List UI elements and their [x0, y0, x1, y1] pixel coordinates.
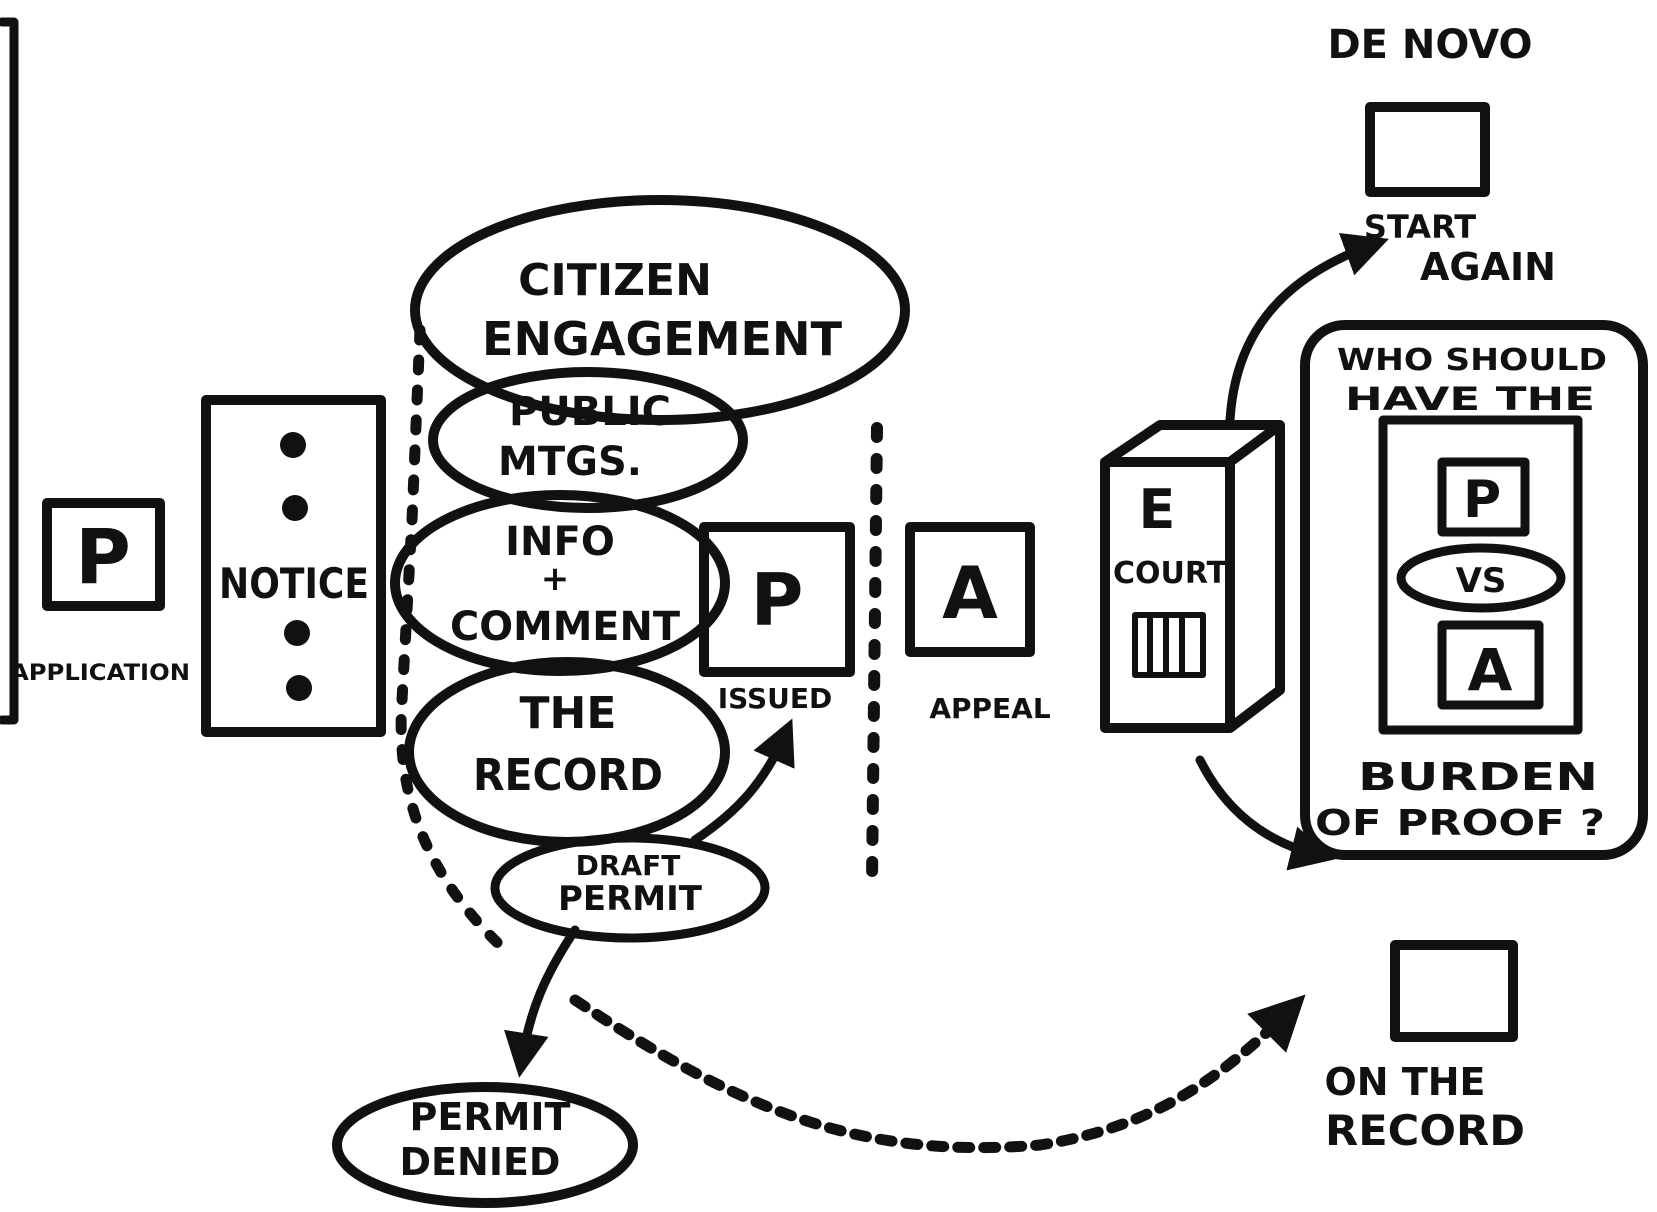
issued-box — [699, 522, 855, 677]
dotted-process-boundary — [395, 324, 511, 956]
left-edge-bracket — [0, 17, 19, 725]
court-letter: E — [1139, 478, 1176, 541]
on-the-record-box — [1390, 940, 1518, 1042]
info-comment-line3: COMMENT — [450, 604, 681, 650]
permit-denied-oval: PERMIT DENIED — [332, 1082, 638, 1208]
notice-dot — [286, 675, 312, 701]
permit-denied-line2: DENIED — [400, 1140, 561, 1184]
permit-denied-line1: PERMIT — [410, 1095, 571, 1139]
burden-question-line2: HAVE THE — [1345, 380, 1595, 418]
info-comment-line1: INFO — [505, 519, 615, 565]
draft-permit-line1: DRAFT — [576, 849, 681, 882]
appeal-caption: APPEAL — [929, 692, 1051, 725]
burden-inner-box — [1378, 415, 1583, 735]
de-novo-title: DE NOVO — [1327, 22, 1532, 68]
de-novo-caption-line2: AGAIN — [1420, 245, 1556, 289]
draft-permit-oval: DRAFT PERMIT — [490, 833, 770, 943]
notice-node: NOTICE — [201, 395, 386, 737]
appeal-box-letter: A — [942, 551, 998, 635]
issued-box-letter: P — [751, 558, 804, 642]
burden-party-a: A — [1468, 636, 1513, 704]
notice-label: NOTICE — [219, 559, 369, 608]
the-record-oval: THE RECORD — [404, 657, 730, 847]
application-box-letter: P — [75, 512, 131, 601]
appeal-node: A APPEAL — [905, 522, 1051, 725]
burden-question-line3: BURDEN — [1358, 755, 1598, 799]
burden-question-line4: OF PROOF ? — [1315, 803, 1605, 844]
court-building — [1100, 420, 1285, 733]
citizen-engagement-line1: CITIZEN — [518, 255, 712, 306]
on-the-record-caption-line1: ON THE — [1324, 1060, 1485, 1104]
burden-party-p: P — [1463, 470, 1501, 530]
draft-to-issued-arrow — [690, 718, 795, 845]
draft-permit-line2: PERMIT — [558, 879, 703, 919]
info-comment-line2: + — [541, 559, 570, 599]
public-meetings-oval: PUBLIC MTGS. — [428, 367, 748, 513]
on-the-record-caption-line2: RECORD — [1325, 1106, 1525, 1155]
burden-versus: VS — [1456, 561, 1507, 601]
court-to-burden-arrow — [1195, 755, 1336, 871]
citizen-engagement-line2: ENGAGEMENT — [482, 312, 843, 366]
citizen-engagement-oval: CITIZEN ENGAGEMENT — [410, 195, 910, 425]
burden-party-a-box — [1437, 620, 1544, 710]
de-novo-node: DE NOVO START AGAIN — [1327, 22, 1556, 289]
issued-caption: ISSUED — [718, 682, 833, 715]
info-comment-oval: INFO + COMMENT — [390, 490, 730, 676]
the-record-line2: RECORD — [473, 750, 663, 801]
appeal-box — [905, 522, 1035, 657]
notice-dot — [280, 432, 306, 458]
de-novo-box — [1365, 102, 1490, 197]
notice-board — [201, 395, 386, 737]
court-label: COURT — [1113, 556, 1228, 591]
draft-to-denied-arrow — [504, 925, 580, 1078]
burden-versus-oval — [1396, 543, 1566, 613]
burden-question-line1: WHO SHOULD — [1337, 343, 1607, 378]
on-the-record-node: ON THE RECORD — [1324, 940, 1525, 1155]
dotted-divider — [866, 422, 883, 886]
court-to-de-novo-arrow — [1225, 233, 1389, 425]
notice-dot — [282, 495, 308, 521]
public-meetings-line1: PUBLIC — [509, 389, 671, 435]
burden-panel-frame — [1300, 320, 1648, 860]
application-box — [42, 498, 165, 611]
application-caption: APPLICATION — [10, 661, 190, 686]
court-node: E COURT — [1100, 420, 1285, 733]
notice-dot — [284, 620, 310, 646]
dotted-path-to-on-the-record — [569, 994, 1306, 1154]
de-novo-caption-line1: START — [1364, 208, 1476, 246]
burden-party-p-box — [1437, 457, 1530, 537]
public-meetings-line2: MTGS. — [498, 439, 642, 485]
issued-node: P ISSUED — [699, 522, 855, 715]
burden-panel: WHO SHOULD HAVE THE P VS A BURDEN OF PRO… — [1300, 320, 1648, 860]
the-record-line1: THE — [520, 688, 617, 739]
application-node: P APPLICATION — [10, 498, 190, 686]
